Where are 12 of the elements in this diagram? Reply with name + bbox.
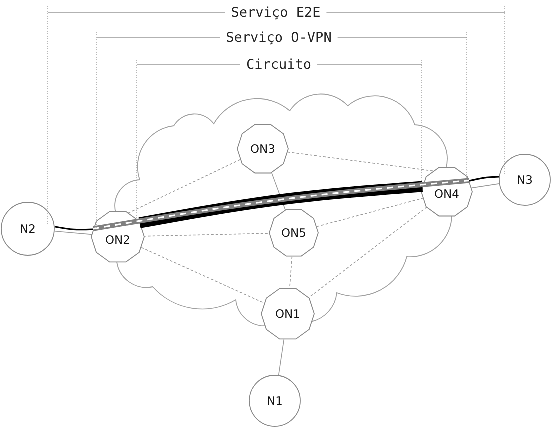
circle-node: N2 <box>1 202 55 256</box>
dashed-link-line <box>308 206 428 299</box>
dashed-link-line <box>290 256 293 289</box>
link-line <box>278 339 285 376</box>
circle-node: N3 <box>499 154 551 206</box>
circle-node: N1 <box>249 375 301 427</box>
decagon-node: ON1 <box>261 287 315 341</box>
dashed-link-line <box>144 233 270 237</box>
link-line <box>54 230 93 236</box>
service-line <box>54 226 94 231</box>
decagon-node: ON2 <box>91 210 145 264</box>
dashed-link-line <box>141 247 265 304</box>
